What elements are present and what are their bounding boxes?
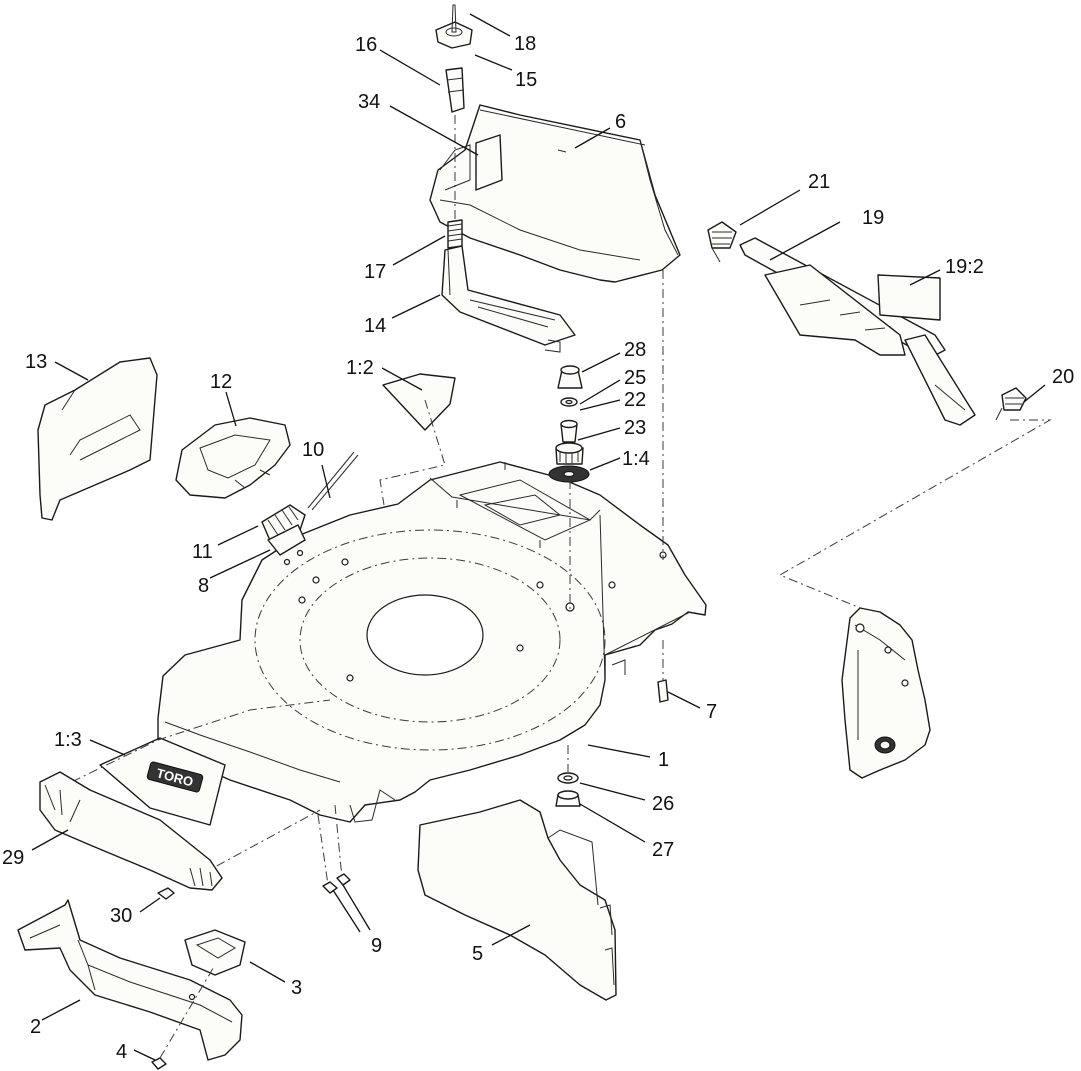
callout-20: 20 xyxy=(1052,366,1074,388)
right-torsion-spring xyxy=(1001,387,1027,411)
mulch-plug xyxy=(175,417,291,499)
bracket-8 xyxy=(267,524,306,556)
callout-29: 29 xyxy=(2,847,24,869)
washer-and-nut xyxy=(555,745,581,807)
rear-hinge-rod xyxy=(707,221,1052,611)
callout-10: 10 xyxy=(302,439,324,461)
housing-bracket xyxy=(841,607,931,779)
callout-23: 23 xyxy=(624,417,646,439)
front-bumper xyxy=(39,771,223,891)
mounting-bolts xyxy=(317,640,669,894)
callout-21: 21 xyxy=(808,171,830,193)
rear-flap xyxy=(17,899,246,1070)
callout-26: 26 xyxy=(652,793,674,815)
callout-34: 34 xyxy=(358,91,380,113)
height-adjuster xyxy=(435,4,576,353)
screw-30 xyxy=(157,887,175,900)
callout-17: 17 xyxy=(364,261,386,283)
callout-30: 30 xyxy=(110,905,132,927)
adjuster-latch xyxy=(445,67,465,113)
rear-door xyxy=(429,104,681,560)
callout-12: 12 xyxy=(210,371,232,393)
bolt-7 xyxy=(657,679,669,703)
callout-13: 13 xyxy=(25,351,47,373)
callout-8: 8 xyxy=(198,575,209,597)
callout-19: 19 xyxy=(862,207,884,229)
callout-19-2: 19:2 xyxy=(945,256,984,278)
door-decal xyxy=(475,134,503,191)
leader-lines xyxy=(31,13,1046,1061)
discharge-chute xyxy=(417,799,617,1001)
callout-2: 2 xyxy=(30,1016,41,1038)
callout-15: 15 xyxy=(515,69,537,91)
callout-14: 14 xyxy=(364,315,386,337)
adjuster-knob xyxy=(435,21,473,49)
flap-plate xyxy=(184,929,246,976)
callout-9: 9 xyxy=(371,935,382,957)
side-deflector xyxy=(37,357,158,521)
callout-3: 3 xyxy=(291,977,302,999)
decal-1-2 xyxy=(379,373,456,506)
front-decal: TORO xyxy=(54,699,331,876)
callout-28: 28 xyxy=(624,339,646,361)
callout-27: 27 xyxy=(652,839,674,861)
deck-blade-opening xyxy=(366,594,484,676)
mower-deck xyxy=(157,461,707,823)
callout-7: 7 xyxy=(706,701,717,723)
spring-bracket-assembly xyxy=(261,451,359,566)
screw-4 xyxy=(151,1057,167,1070)
hinge-rod-decal xyxy=(877,274,941,321)
callout-4: 4 xyxy=(116,1041,127,1063)
callout-6: 6 xyxy=(615,111,626,133)
callout-22: 22 xyxy=(624,389,646,411)
callout-18: 18 xyxy=(514,33,536,55)
callout-1-2: 1:2 xyxy=(346,357,374,379)
spindle-stack xyxy=(548,365,590,610)
callout-1-3: 1:3 xyxy=(54,729,82,751)
callout-1: 1 xyxy=(658,749,669,771)
callout-11: 11 xyxy=(192,541,213,563)
callout-5: 5 xyxy=(472,943,483,965)
callout-1-4: 1:4 xyxy=(622,448,650,470)
callout-16: 16 xyxy=(355,34,377,56)
callout-25: 25 xyxy=(624,367,646,389)
left-torsion-spring xyxy=(707,221,737,249)
callout-labels: 1 1:2 1:3 1:4 2 3 4 5 6 7 8 9 10 11 12 1… xyxy=(2,33,1074,1063)
